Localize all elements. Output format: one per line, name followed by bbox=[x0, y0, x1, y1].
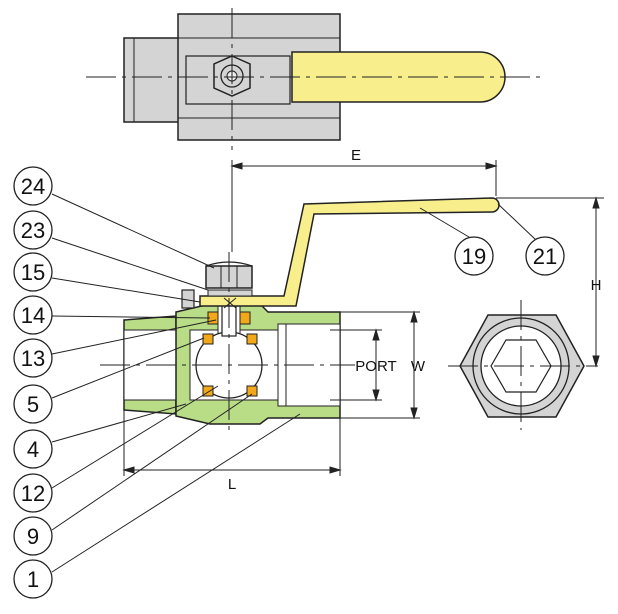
seat-right-top bbox=[246, 333, 258, 345]
svg-text:21: 21 bbox=[533, 244, 557, 269]
svg-text:13: 13 bbox=[21, 346, 45, 371]
svg-text:14: 14 bbox=[21, 303, 45, 328]
svg-text:23: 23 bbox=[21, 218, 45, 243]
seat-right-bottom bbox=[246, 385, 258, 397]
callout-9: 9 bbox=[13, 516, 53, 556]
section-view bbox=[100, 197, 500, 430]
svg-text:19: 19 bbox=[462, 244, 486, 269]
callout-19: 19 bbox=[454, 236, 494, 276]
svg-text:1: 1 bbox=[27, 567, 39, 592]
seat-left-top bbox=[202, 333, 214, 345]
callout-1: 1 bbox=[13, 559, 53, 599]
handle-washer bbox=[207, 289, 253, 297]
dimension-e-label: E bbox=[351, 147, 361, 164]
dimension-w-label: W bbox=[411, 358, 426, 375]
seat-left-bottom bbox=[202, 385, 214, 397]
callout-5: 5 bbox=[13, 384, 53, 424]
callout-14: 14 bbox=[13, 295, 53, 335]
top-view bbox=[86, 8, 540, 150]
svg-text:5: 5 bbox=[27, 392, 39, 417]
callout-23: 23 bbox=[13, 210, 53, 250]
svg-text:12: 12 bbox=[21, 481, 45, 506]
callout-13: 13 bbox=[13, 338, 53, 378]
callout-24: 24 bbox=[13, 166, 53, 206]
svg-text:9: 9 bbox=[27, 524, 39, 549]
leader-lines bbox=[51, 193, 537, 573]
dimension-port-label: PORT bbox=[355, 358, 396, 375]
top-view-end-cap bbox=[123, 37, 181, 123]
callout-12: 12 bbox=[13, 473, 53, 513]
svg-text:15: 15 bbox=[21, 260, 45, 285]
dimension-h-label: H bbox=[591, 277, 602, 294]
callout-4: 4 bbox=[13, 429, 53, 469]
section-handle bbox=[199, 197, 500, 307]
end-view bbox=[448, 300, 598, 430]
callout-21: 21 bbox=[525, 236, 565, 276]
stem-packing-right bbox=[239, 311, 251, 325]
callout-15: 15 bbox=[13, 252, 53, 292]
svg-text:4: 4 bbox=[27, 437, 39, 462]
dimension-lines bbox=[122, 160, 604, 476]
svg-text:24: 24 bbox=[21, 174, 45, 199]
dimension-l-label: L bbox=[228, 476, 236, 493]
